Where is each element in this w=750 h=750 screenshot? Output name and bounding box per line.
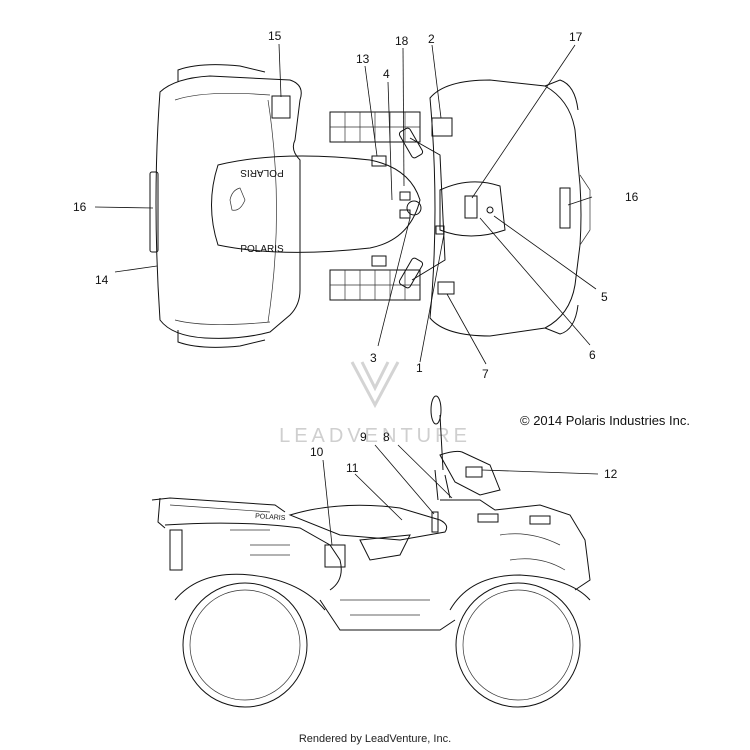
callout-2: 2: [428, 32, 435, 46]
callout-9: 9: [360, 430, 367, 444]
callout-14: 14: [95, 273, 109, 287]
side-view-atv: POLARIS: [151, 395, 591, 708]
top-decal-text-upper: POLARIS: [240, 167, 284, 178]
callout-5: 5: [601, 290, 608, 304]
top-view-atv: POLARIS POLARIS: [149, 64, 591, 348]
callout-10: 10: [310, 445, 324, 459]
callout-12: 12: [604, 467, 618, 481]
watermark-text: LEADVENTURE: [279, 425, 471, 447]
copyright-text: © 2014 Polaris Industries Inc.: [520, 413, 690, 428]
callout-4: 4: [383, 67, 390, 81]
callout-11: 11: [346, 461, 359, 475]
callout-13: 13: [356, 52, 370, 66]
callout-15: 15: [268, 29, 282, 43]
callout-6: 6: [589, 348, 596, 362]
callout-7: 7: [482, 367, 489, 381]
footer-text: Rendered by LeadVenture, Inc.: [299, 733, 451, 745]
callout-16-right: 16: [625, 190, 639, 204]
callout-17: 17: [569, 30, 583, 44]
callouts: 15 13 18 2 17 4 16 16 14 5 6 3 1 7 10 9 …: [73, 29, 639, 481]
leader-lines: [94, 43, 599, 546]
callout-3: 3: [370, 351, 377, 365]
watermark: LEADVENTURE: [279, 361, 471, 447]
callout-18: 18: [395, 34, 409, 48]
watermark-logo: [350, 361, 400, 409]
side-decal-text: POLARIS: [255, 513, 286, 522]
callout-1: 1: [416, 361, 423, 375]
top-decal-text-lower: POLARIS: [240, 244, 284, 255]
callout-8: 8: [383, 430, 390, 444]
callout-16-left: 16: [73, 200, 87, 214]
